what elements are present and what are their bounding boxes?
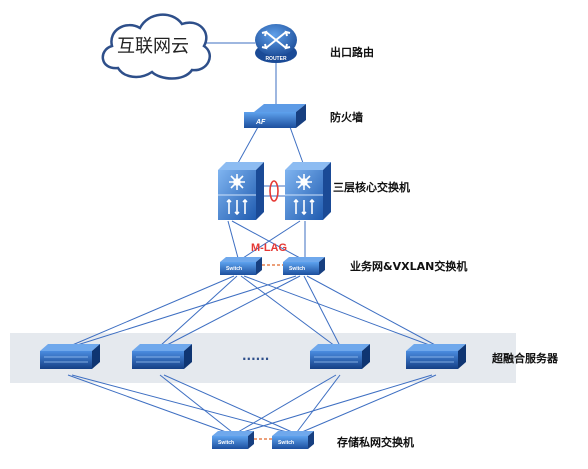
storage-switch-left: Switch xyxy=(212,431,254,449)
link-s4-st-r xyxy=(301,374,437,433)
link-s2-st-r xyxy=(163,374,293,433)
link-acc-r-s3 xyxy=(303,275,341,347)
svg-text:Switch: Switch xyxy=(278,440,294,446)
svg-text:Switch: Switch xyxy=(218,440,234,446)
label-access: 业务网&VXLAN交换机 xyxy=(350,259,467,273)
link-acc-l-s2 xyxy=(159,275,238,347)
server-1 xyxy=(40,344,100,369)
link-s1-st-r xyxy=(71,374,288,433)
firewall-icon: AF xyxy=(244,104,306,128)
storage-switch-right: Switch xyxy=(272,431,314,449)
core-switch-left xyxy=(218,162,264,220)
link-s2-st-l xyxy=(159,374,233,433)
firewall-text: AF xyxy=(255,119,266,126)
label-storage: 存储私网交换机 xyxy=(337,435,414,449)
svg-text:Switch: Switch xyxy=(289,266,305,272)
router-text: ROUTER xyxy=(265,56,287,62)
link-s3-st-r xyxy=(296,374,341,433)
links xyxy=(67,42,438,433)
label-core: 三层核心交换机 xyxy=(333,180,410,194)
link-core-access-2 xyxy=(231,220,301,259)
link-core-access-3 xyxy=(242,220,301,259)
link-s4-st-l xyxy=(242,374,433,433)
label-router: 出口路由 xyxy=(330,45,374,59)
internet-cloud: 互联网云 xyxy=(101,13,211,80)
core-stack-links xyxy=(264,180,285,202)
link-fw-core-right xyxy=(289,126,304,164)
server-3 xyxy=(310,344,370,369)
link-acc-r-s4 xyxy=(306,275,438,347)
cloud-label: 互联网云 xyxy=(117,36,189,57)
link-core-access-1 xyxy=(227,220,239,259)
link-acc-r-s2 xyxy=(164,275,301,347)
link-acc-l-s4 xyxy=(243,275,433,347)
router-icon: ROUTER xyxy=(255,24,297,63)
link-acc-r-s1 xyxy=(73,275,297,347)
label-servers: 超融合服务器 xyxy=(491,351,559,365)
access-switch-left: Switch xyxy=(220,257,262,275)
label-firewall: 防火墙 xyxy=(330,110,363,124)
mlag-label: M-LAG xyxy=(251,242,287,254)
access-switch-right: Switch xyxy=(283,257,325,275)
link-s3-st-l xyxy=(237,374,337,433)
link-acc-l-s3 xyxy=(240,275,336,347)
link-acc-l-s1 xyxy=(69,275,235,347)
core-switch-right xyxy=(285,162,331,220)
server-4 xyxy=(406,344,466,369)
server-2 xyxy=(132,344,192,369)
link-s1-st-l xyxy=(67,374,227,433)
link-fw-core-left xyxy=(237,126,259,164)
svg-text:Switch: Switch xyxy=(226,266,242,272)
servers-ellipsis: ...... xyxy=(242,349,269,363)
